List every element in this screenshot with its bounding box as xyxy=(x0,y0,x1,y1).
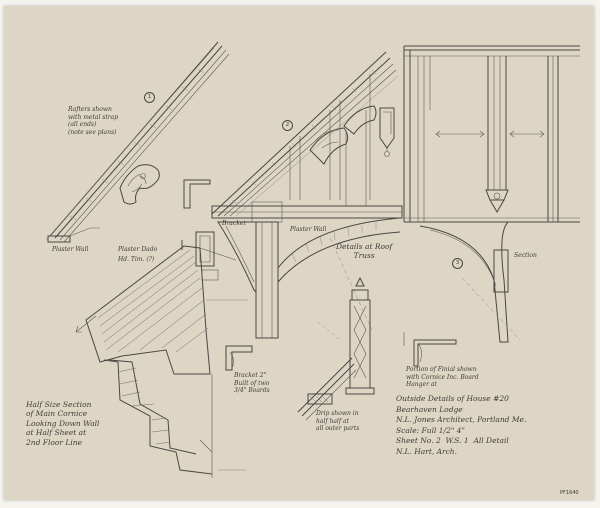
truss-elevation xyxy=(195,51,403,339)
bracket-block-label: Bracket xyxy=(222,220,246,227)
cornice-section xyxy=(85,240,248,478)
bracket-note: Bracket 2" Built of two 3/4" Boards xyxy=(234,372,270,394)
drawing-sheet xyxy=(4,6,594,500)
wall-label-left: Plaster Wall xyxy=(52,246,89,253)
small-profile-detail xyxy=(403,332,457,367)
marker-2: 2 xyxy=(282,120,293,131)
plaster-dado-label: Plaster Dado xyxy=(118,246,158,253)
title-block: Outside Details of House #20 Bearhaven L… xyxy=(396,394,527,456)
wall-label-right: Plaster Wall xyxy=(290,226,327,233)
left-rafter-rake xyxy=(45,41,230,243)
section-label: Section xyxy=(514,252,537,259)
hand-note: Hd. Tim. (?) xyxy=(118,256,155,263)
details-at-roof-label: Details at Roof Truss xyxy=(336,242,393,261)
finial-note: Portion of Finial shown with Cornice Inc… xyxy=(406,366,479,388)
small-bracket-detail xyxy=(225,345,253,371)
half-size-section-note: Half Size Section of Main Cornice Lookin… xyxy=(26,400,100,447)
sheet-number: PF1640 xyxy=(560,490,579,496)
rafter-note: Rafters shown with metal strap (all ends… xyxy=(68,106,119,136)
finial-detail xyxy=(297,276,375,421)
drip-note: Drip shown in half half at all outer par… xyxy=(316,410,360,432)
pencil-arrows xyxy=(75,315,213,453)
marker-3: 3 xyxy=(452,258,463,269)
section-elevation xyxy=(403,45,580,343)
marker-1: 1 xyxy=(144,92,155,103)
